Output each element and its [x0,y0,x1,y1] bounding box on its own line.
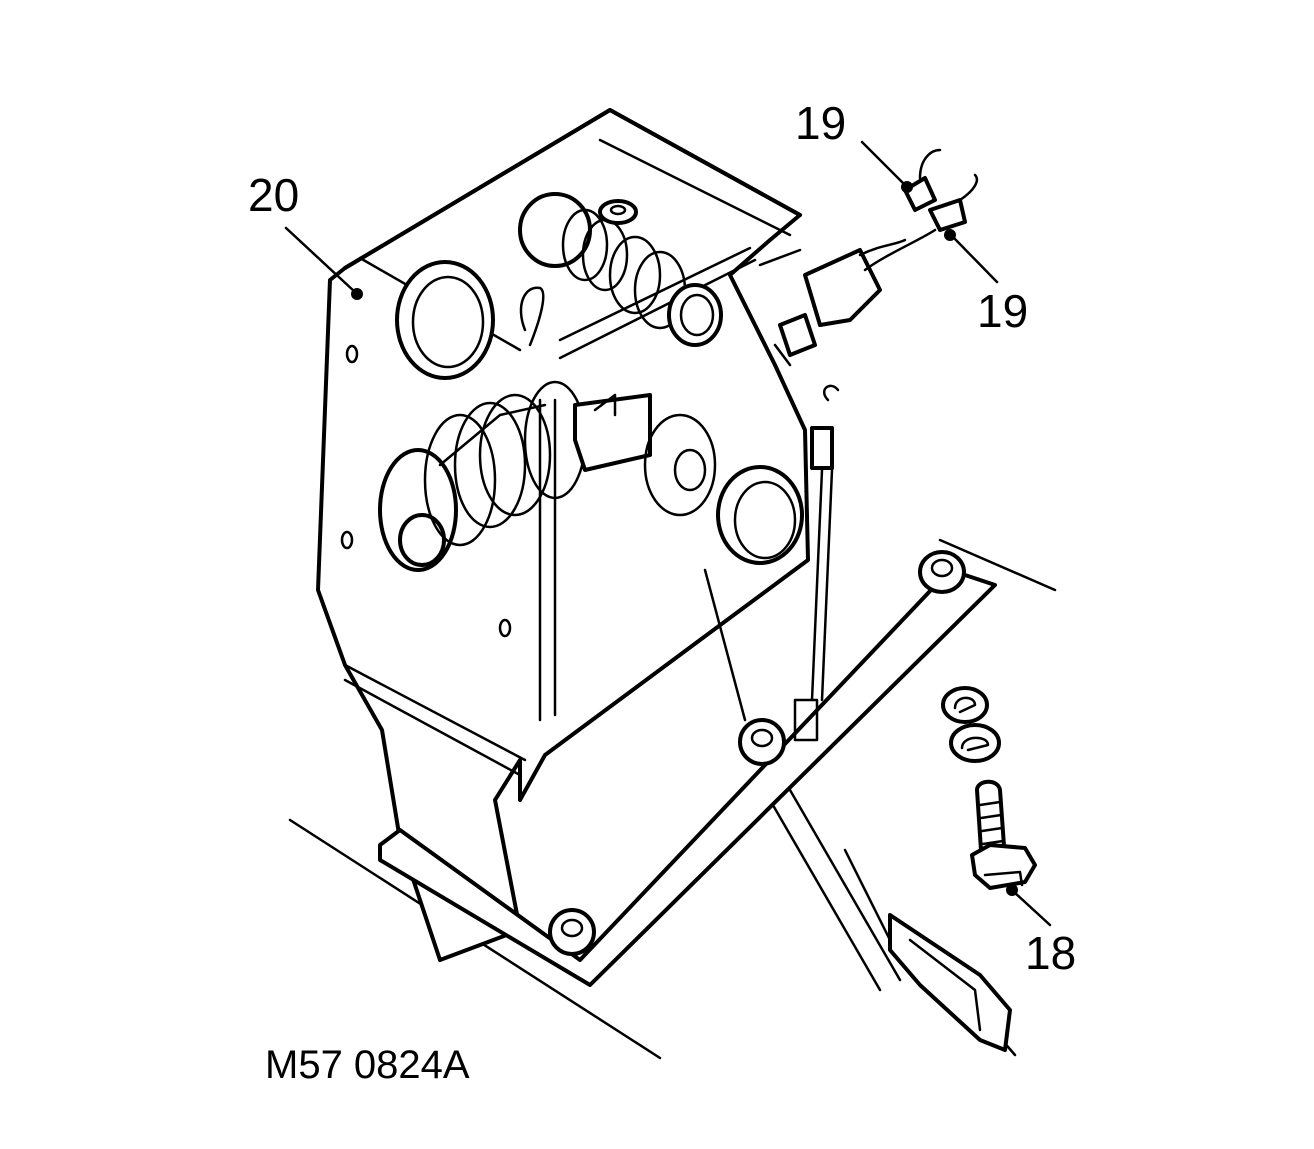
brake-light-switch [758,148,979,367]
leader-19a [860,140,907,187]
nut-top [918,550,966,594]
lower-cylinder [378,380,804,572]
leader-dot-18 [1006,884,1018,896]
nut-bottom [548,908,596,956]
leader-19b [951,235,999,284]
leader-18 [1012,890,1052,927]
plain-washer [949,723,1001,763]
callout-18-label: 18 [1025,927,1077,979]
leader-lines [284,140,1052,927]
nut-middle [738,698,819,766]
callout-20-label: 20 [248,169,300,221]
callout-19b-label: 19 [977,285,1029,337]
leader-20 [284,226,357,294]
leader-dot-19a [901,181,913,193]
leader-dot-19b [944,229,956,241]
bolt-with-washers [941,686,1037,890]
leader-dot-20 [351,288,363,300]
spring-washer [941,686,989,724]
figure-caption: M57 0824A [265,1043,470,1087]
mounting-bracket [378,550,997,987]
callout-19a-label: 19 [795,97,847,149]
pedal-arm [703,384,1012,1052]
upper-cylinder [395,192,723,380]
